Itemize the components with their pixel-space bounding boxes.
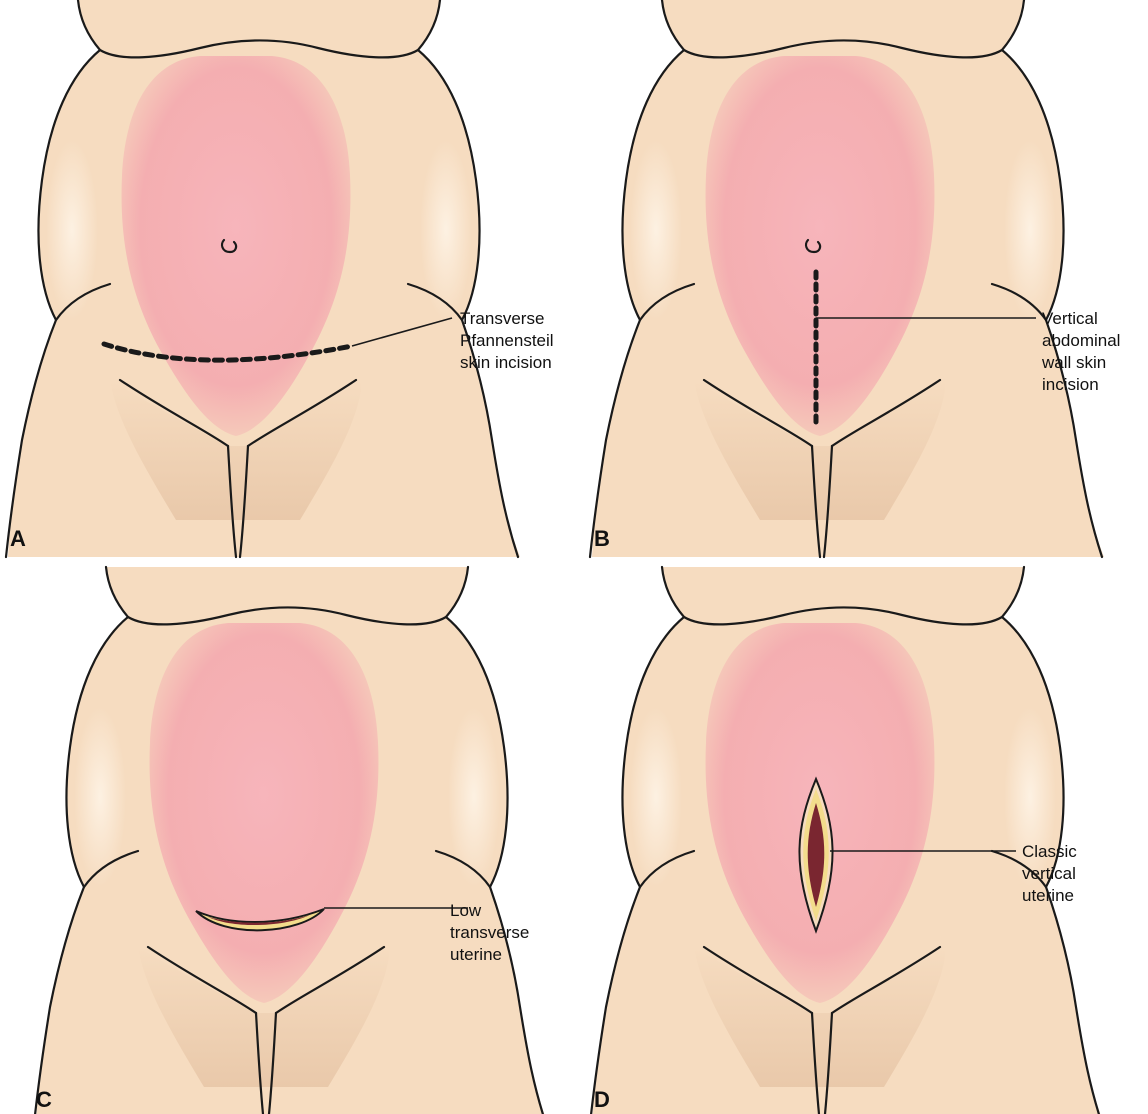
callout-label: Classic vertical uterine — [1022, 842, 1082, 905]
panel-a: Transverse Pfannensteil skin incision A — [6, 0, 558, 557]
torso-illustration — [6, 0, 520, 557]
callout-label: Transverse Pfannensteil skin incision — [460, 309, 558, 372]
torso-illustration — [590, 567, 1104, 1114]
torso-illustration — [590, 0, 1104, 557]
panel-b: Vertical abdominal wall skin incision B — [590, 0, 1125, 557]
torso-illustration — [34, 567, 548, 1114]
panel-letter: C — [36, 1087, 52, 1112]
panel-letter: B — [594, 526, 610, 551]
panel-letter: A — [10, 526, 26, 551]
panel-d: Classic vertical uterine D — [590, 567, 1104, 1114]
panel-letter: D — [594, 1087, 610, 1112]
panel-c: Low transverse uterine C — [34, 567, 548, 1114]
